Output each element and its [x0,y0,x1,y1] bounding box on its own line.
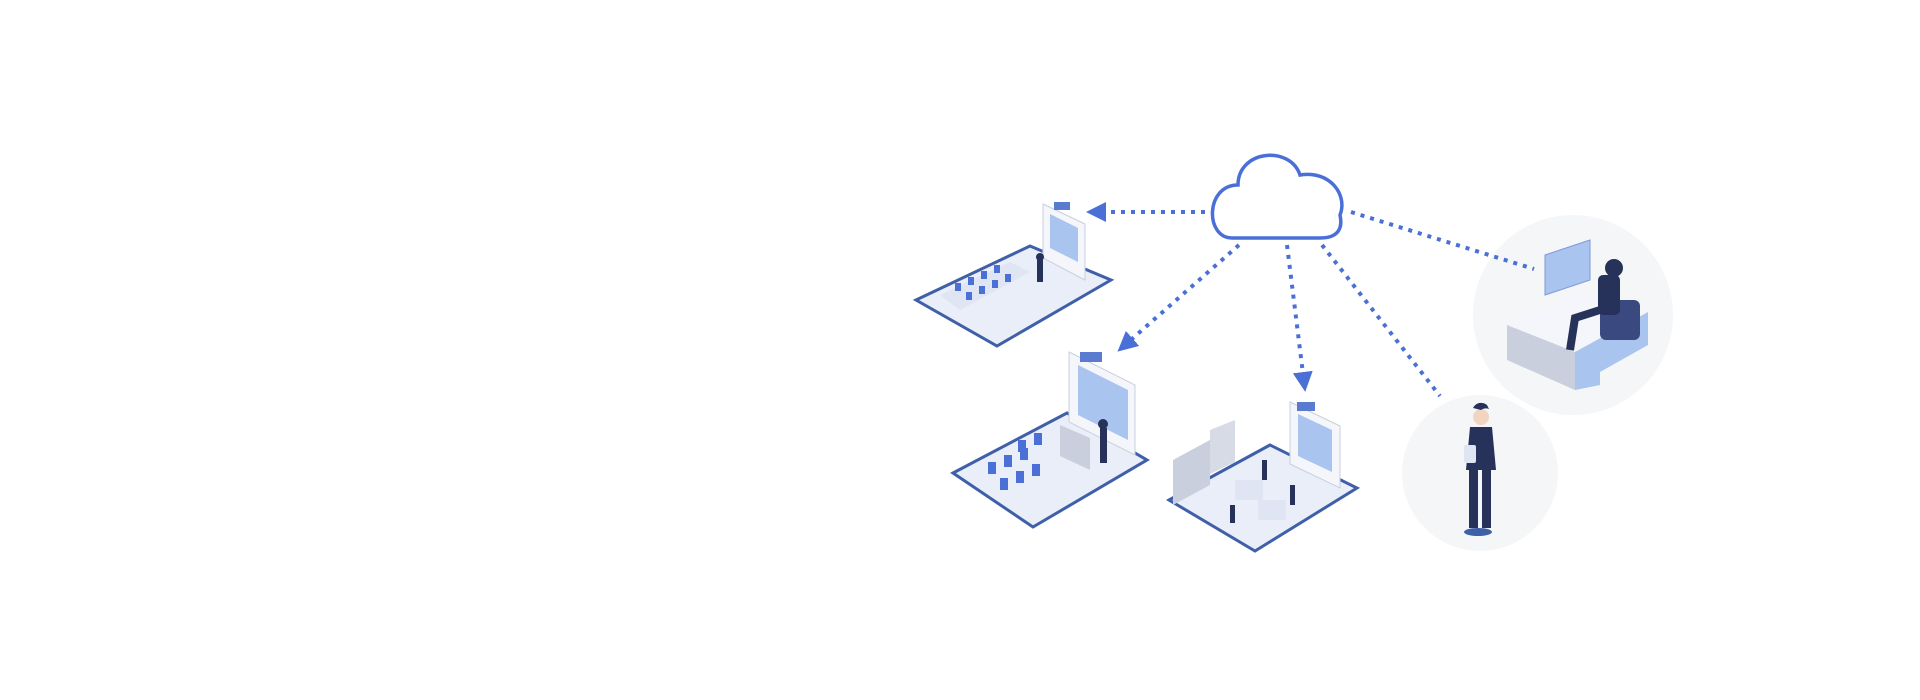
link-to-desk-worker [1350,210,1535,271]
desk-worker-illustration [1507,239,1648,390]
standing-businessman-illustration [1464,402,1496,536]
cloud-icon [1210,153,1344,240]
link-to-lab [1285,244,1313,392]
laboratory-illustration [1165,401,1361,553]
lecture-hall-illustration [950,351,1150,529]
link-to-businessman [1320,243,1442,398]
link-to-lecture-hall [1117,243,1241,352]
connection-lines [1086,202,1535,398]
businessman-backdrop [1402,395,1558,551]
classroom-illustration [912,202,1115,348]
